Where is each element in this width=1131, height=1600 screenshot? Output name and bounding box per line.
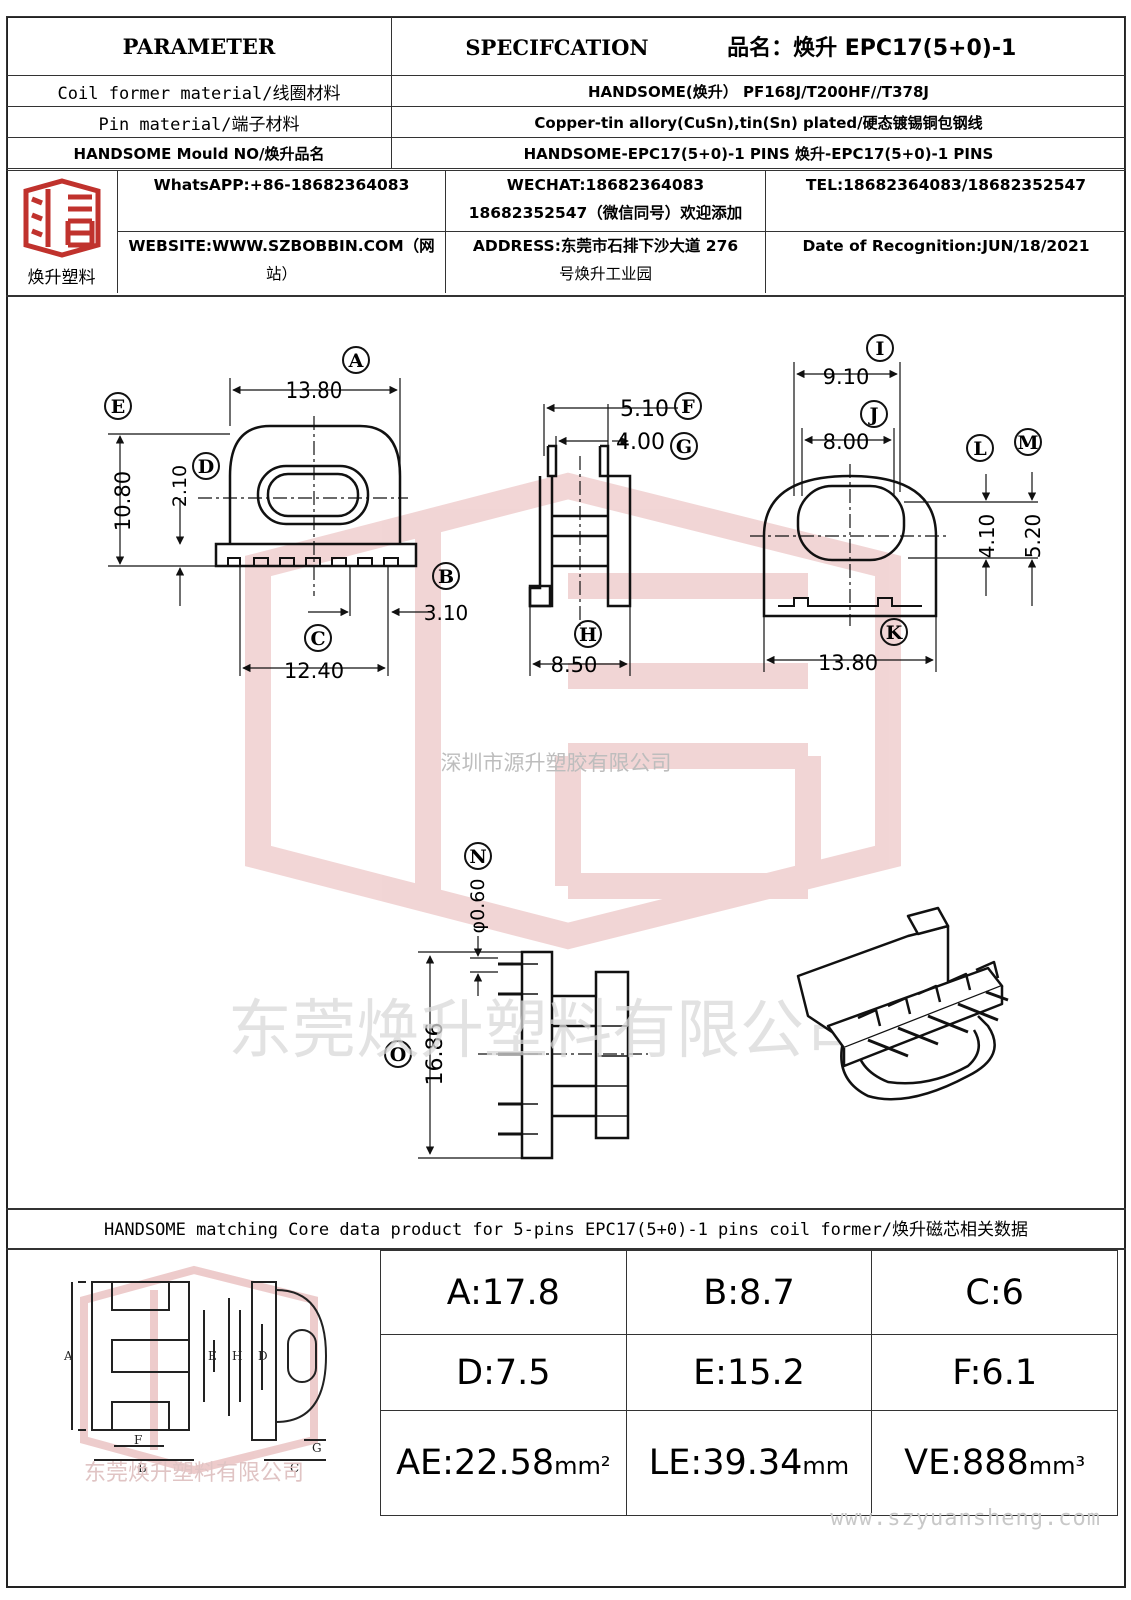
label-h: H — [579, 624, 597, 646]
core-ae: AE:22.58mm² — [380, 1410, 627, 1516]
core-data-section: A E H D F B C G 东莞焕升塑料有限公司 A:17.8 B:8.7 … — [6, 1250, 1126, 1550]
label-n: N — [469, 846, 486, 868]
label-m: M — [1017, 432, 1038, 454]
coil-material-value: HANDSOME(焕升） PF168J/T200HF//T378J — [391, 75, 1126, 107]
mould-no-label: HANDSOME Mould NO/焕升品名 — [6, 137, 392, 169]
parameter-label: PARAMETER — [6, 16, 392, 76]
core-d: D:7.5 — [380, 1334, 627, 1411]
front-view — [214, 424, 418, 568]
label-c: C — [310, 628, 325, 650]
dim-j: 8.00 — [823, 430, 870, 454]
specification-cell: SPECIFCATION 品名：焕升 EPC17(5+0)-1 — [391, 16, 1126, 76]
core-ve: VE:888mm³ — [871, 1410, 1118, 1516]
company-logo-icon — [23, 178, 100, 258]
label-a: A — [348, 350, 364, 372]
core-label-f: F — [134, 1433, 142, 1447]
core-b: B:8.7 — [625, 1250, 873, 1335]
core-label-h: H — [232, 1349, 242, 1363]
dim-f: 5.10 — [620, 397, 669, 422]
core-label-g: G — [312, 1441, 322, 1455]
pin-view — [498, 950, 630, 1160]
core-a: A:17.8 — [380, 1250, 627, 1335]
side-view — [528, 444, 632, 608]
product-name: 品名：焕升 EPC17(5+0)-1 — [727, 36, 1017, 61]
core-label-e: E — [208, 1349, 217, 1363]
label-f: F — [681, 396, 695, 418]
dim-a: 13.80 — [286, 379, 343, 404]
address-cell: ADDRESS:东莞市石排下沙大道 276 号焕升工业园 — [446, 232, 766, 293]
label-o: O — [390, 1044, 407, 1066]
whatsapp: WhatsAPP:+86-18682364083 — [118, 171, 446, 232]
technical-drawing: A 13.80 E 10.80 D 2.10 B 3.10 C 12.40 5.… — [104, 334, 1045, 1160]
logo-cell: 焕升塑料 — [6, 171, 118, 293]
label-g: G — [676, 436, 692, 458]
dim-d: 2.10 — [169, 465, 191, 507]
dim-h: 8.50 — [551, 653, 598, 677]
dim-b: 3.10 — [424, 601, 469, 625]
dim-l: 4.10 — [975, 514, 999, 559]
website-cell: WEBSITE:WWW.SZBOBBIN.COM（网 站） — [118, 232, 446, 293]
core-c: C:6 — [871, 1250, 1118, 1335]
recognition-date: Date of Recognition:JUN/18/2021 — [802, 237, 1090, 255]
core-data-title: HANDSOME matching Core data product for … — [6, 1208, 1126, 1250]
mould-no-value: HANDSOME-EPC17(5+0)-1 PINS 焕升-EPC17(5+0)… — [391, 137, 1126, 169]
dim-g: 4.00 — [616, 430, 665, 455]
core-le-unit: mm — [802, 1452, 850, 1480]
core-f: F:6.1 — [871, 1334, 1118, 1411]
dim-n: φ0.60 — [467, 879, 489, 934]
wechat-line2: 18682352547（微信同号）欢迎添加 — [468, 204, 743, 222]
dim-c: 12.40 — [284, 659, 344, 683]
wechat-cell: WECHAT:18682364083 18682352547（微信同号）欢迎添加 — [446, 171, 766, 232]
address-line1: ADDRESS:东莞市石排下沙大道 276 — [472, 237, 739, 255]
dim-e: 10.80 — [111, 471, 135, 531]
dim-k: 13.80 — [818, 651, 878, 675]
label-b: B — [438, 566, 454, 588]
label-d: D — [198, 456, 214, 478]
address-line2: 号焕升工业园 — [558, 265, 652, 283]
watermark-large: 东莞焕升塑料有限公司 — [228, 994, 868, 1068]
core-watermark: 东莞焕升塑料有限公司 — [84, 1461, 304, 1486]
dim-m: 5.20 — [1021, 514, 1045, 559]
website-line1: WEBSITE:WWW.SZBOBBIN.COM（网 — [128, 237, 435, 255]
label-i: I — [876, 338, 885, 360]
tel: TEL:18682364083/18682352547 — [766, 171, 1126, 232]
label-j: J — [868, 404, 879, 426]
dim-i: 9.10 — [823, 365, 870, 389]
core-label-c: C — [290, 1461, 299, 1475]
core-diagram: A E H D F B C G 东莞焕升塑料有限公司 — [63, 1265, 328, 1486]
watermark-small: 深圳市源升塑胶有限公司 — [441, 751, 672, 775]
core-logo-watermark — [80, 1265, 318, 1475]
core-ve-value: VE:888 — [904, 1443, 1029, 1483]
core-ve-unit: mm³ — [1028, 1452, 1086, 1480]
core-le-value: LE:39.34 — [648, 1443, 803, 1483]
footer-website: www.szyuansheng.com — [830, 1506, 1101, 1531]
wechat-line1: WECHAT:18682364083 — [506, 176, 705, 194]
core-e: E:15.2 — [625, 1334, 873, 1411]
pin-material-value: Copper-tin allory(CuSn),tin(Sn) plated/硬… — [391, 106, 1126, 138]
company-info: 焕升塑料 WhatsAPP:+86-18682364083 WECHAT:186… — [6, 170, 1126, 297]
core-label-b: B — [138, 1461, 147, 1475]
specification-label: SPECIFCATION — [465, 35, 649, 60]
core-label-d: D — [258, 1349, 268, 1363]
isometric-view — [796, 906, 1009, 1101]
label-e: E — [111, 396, 125, 418]
logo-watermark — [245, 472, 901, 950]
dim-o: 16.86 — [423, 1023, 448, 1086]
core-data-table: A:17.8 B:8.7 C:6 D:7.5 E:15.2 F:6.1 AE:2… — [380, 1250, 1118, 1516]
logo-text: 焕升塑料 — [27, 268, 96, 288]
coil-material-label: Coil former material/线圈材料 — [6, 75, 392, 107]
core-label-a: A — [63, 1349, 73, 1363]
core-le: LE:39.34mm — [625, 1410, 873, 1516]
core-ae-value: AE:22.58 — [396, 1443, 555, 1483]
label-l: L — [973, 438, 986, 460]
label-k: K — [886, 622, 904, 644]
header-table: PARAMETER SPECIFCATION 品名：焕升 EPC17(5+0)-… — [6, 16, 1126, 169]
pin-material-label: Pin material/端子材料 — [6, 106, 392, 138]
core-ae-unit: mm² — [554, 1452, 611, 1480]
website-line2: 站） — [265, 265, 297, 283]
